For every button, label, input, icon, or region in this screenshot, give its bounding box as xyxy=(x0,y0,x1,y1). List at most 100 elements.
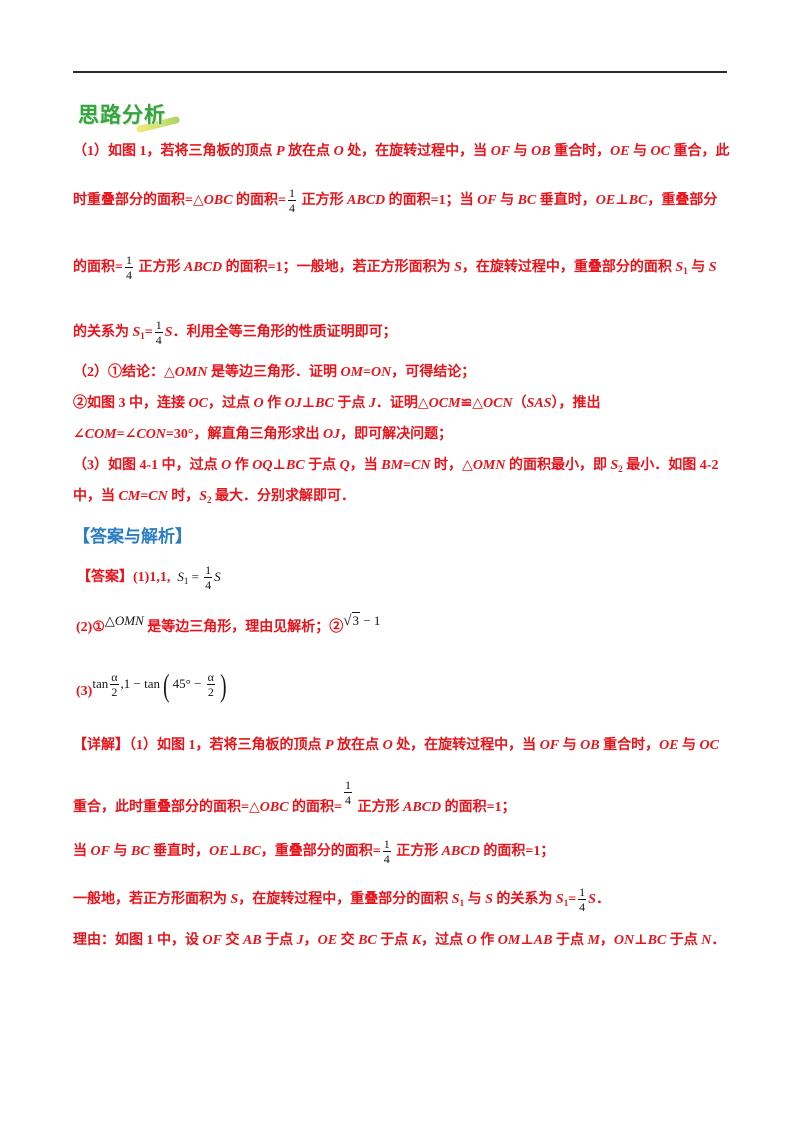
analysis-line: （1）如图 1，若将三角板的顶点 P 放在点 O 处，在旋转过程中，当 OF 与… xyxy=(73,143,730,161)
header-rule xyxy=(73,71,727,73)
text-run: ，在旋转过程中，重叠部分的面积 xyxy=(461,260,676,275)
analysis-line: （3）如图 4-1 中，过点 O 作 OQ⊥BC 于点 Q，当 BM=CN 时，… xyxy=(73,457,718,475)
math-variable: OE xyxy=(317,933,338,948)
math-variable: OE xyxy=(595,193,616,208)
fraction-numerator: 1 xyxy=(345,778,352,793)
text-run: 于点 xyxy=(376,933,412,948)
text-run: 的面积最小，即 xyxy=(505,458,611,473)
text-run: ⊥ xyxy=(228,844,243,859)
math-variable: OC xyxy=(650,144,670,159)
math-variable: BC xyxy=(517,193,537,208)
text-run: 于点 xyxy=(261,933,297,948)
subscript: 2 xyxy=(207,495,212,505)
math-variable: S xyxy=(451,892,460,907)
text-run: = xyxy=(363,365,371,380)
math-variable: S xyxy=(708,260,717,275)
math-variable: BC xyxy=(358,933,377,948)
math-text: tan xyxy=(92,676,109,691)
subscript: 1 xyxy=(563,898,569,908)
math-variable: J xyxy=(296,933,304,948)
text-run: 与 xyxy=(687,260,709,275)
text-run: ，可得结论； xyxy=(391,365,476,380)
math-variable: OE xyxy=(659,738,679,753)
math-variable: N xyxy=(701,933,712,948)
math-variable: ABCD xyxy=(441,844,480,859)
analysis-line: 中，当 CM=CN 时，S2 最大．分别求解即可． xyxy=(73,488,355,506)
analysis-line: ∠COM=∠CON=30°，解直角三角形求出 OJ，即可解决问题； xyxy=(73,426,452,444)
text-run: 与 xyxy=(109,844,131,859)
math-variable: AB xyxy=(242,933,262,948)
large-parenthesis: ( xyxy=(163,666,170,703)
text-run: ⊥ xyxy=(520,933,534,948)
text-run: ⊥ xyxy=(301,396,316,411)
math-italic: OMN xyxy=(114,613,144,628)
text-run: ，过点 xyxy=(421,933,467,948)
text-run: 的关系为 xyxy=(73,325,133,340)
math-variable: SAS xyxy=(526,396,552,411)
math-variable: BC xyxy=(628,193,648,208)
fraction-denominator: 4 xyxy=(344,792,353,808)
text-run: ⊥ xyxy=(272,458,286,473)
text-run: 作 xyxy=(231,458,253,473)
math-variable: S xyxy=(230,892,239,907)
math-variable: K xyxy=(411,933,422,948)
text-run: 处，在旋转过程中，当 xyxy=(343,144,491,159)
math-variable: OE xyxy=(209,844,229,859)
math-variable: S xyxy=(485,892,493,907)
text-run: 的面积=1； xyxy=(441,800,516,815)
math-variable: OB xyxy=(580,738,600,753)
text-run: 放在点 xyxy=(333,738,383,753)
text-run: 放在点 xyxy=(284,144,334,159)
text-run: (3) xyxy=(76,684,93,699)
math-variable: ON xyxy=(613,933,635,948)
fraction-denominator: 4 xyxy=(204,577,213,593)
fraction-numerator: 1 xyxy=(383,837,390,852)
text-run: 时重叠部分的面积=△ xyxy=(73,193,204,208)
math-variable: OBC xyxy=(259,800,289,815)
math-variable: O xyxy=(382,738,393,753)
text-run: ，重叠部分 xyxy=(647,193,718,208)
math-subscript: 1 xyxy=(183,576,189,586)
math-text: = xyxy=(188,569,203,584)
text-run: 最小．如图 4-2 xyxy=(622,458,719,473)
math-variable: S xyxy=(132,325,141,340)
math-variable: AB xyxy=(533,933,553,948)
text-run: ． xyxy=(711,933,726,948)
text-run: ，重叠部分的面积= xyxy=(260,844,381,859)
text-run: （ xyxy=(512,396,527,411)
math-variable: BC xyxy=(130,844,150,859)
text-run: ≌△ xyxy=(460,396,484,411)
fraction-denominator: 4 xyxy=(382,851,391,867)
text-run: 正方形 xyxy=(134,260,184,275)
math-variable: OC xyxy=(188,396,208,411)
text-run: 作 xyxy=(263,396,285,411)
text-run: 中，当 xyxy=(73,489,119,504)
text-run: 垂直时， xyxy=(536,193,596,208)
text-run: （1）如图 1，若将三角板的顶点 xyxy=(73,144,276,159)
text-run: 重合时， xyxy=(550,144,611,159)
math-variable: Q xyxy=(339,458,350,473)
subscript: 2 xyxy=(618,464,623,474)
subscript: 1 xyxy=(683,266,688,276)
math-variable: OF xyxy=(90,844,110,859)
math-text: 45° − xyxy=(172,676,205,691)
math-variable: CON xyxy=(136,427,166,442)
text-run: 与 xyxy=(629,144,651,159)
math-variable: O xyxy=(221,458,232,473)
text-run: ， xyxy=(599,933,614,948)
math-variable: BC xyxy=(242,844,261,859)
fraction-numerator: 1 xyxy=(289,186,296,201)
text-run: ． xyxy=(595,892,610,907)
text-run: 的关系为 xyxy=(492,892,556,907)
text-run: 最大．分别求解即可． xyxy=(211,489,356,504)
fraction-numerator: α xyxy=(207,670,214,685)
text-run: (2)① xyxy=(76,620,105,635)
text-run: 时， xyxy=(167,489,200,504)
math-variable: S xyxy=(199,489,208,504)
